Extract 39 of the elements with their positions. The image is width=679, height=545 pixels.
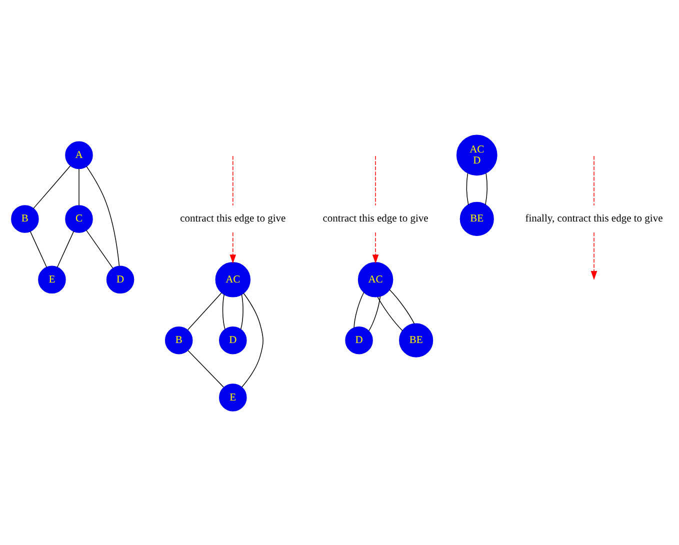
arrow: [230, 232, 236, 264]
connector: [389, 288, 415, 324]
node-circle: E: [219, 383, 247, 411]
connector: [30, 230, 47, 268]
connector: [232, 155, 234, 206]
arrow: [590, 232, 598, 280]
node-circle: D: [106, 265, 134, 294]
connector: [354, 292, 364, 328]
node-circle: BE: [399, 322, 434, 357]
connector: [188, 350, 224, 387]
connector: [377, 296, 403, 331]
node-text: finally, contract this edge to give: [525, 213, 663, 224]
node-text: contract this edge to give: [180, 213, 286, 224]
connector: [375, 155, 376, 206]
node-circle: C: [65, 204, 93, 232]
connector: [78, 168, 80, 206]
node-circle: A: [65, 140, 93, 169]
node-circle: B: [11, 204, 39, 232]
connector: [33, 165, 71, 208]
node-circle: E: [38, 265, 66, 294]
connector: [241, 292, 264, 388]
arrow: [372, 232, 379, 264]
connector: [56, 230, 74, 268]
node-circle: B: [164, 326, 193, 354]
node-circle: D: [219, 326, 247, 354]
node-circle: D: [345, 326, 373, 354]
node-circle: BE: [460, 201, 494, 236]
connector: [188, 292, 222, 330]
connector: [240, 294, 244, 330]
connector: [222, 294, 226, 330]
node-circle: AC: [215, 262, 251, 297]
connector: [368, 295, 381, 331]
node-circle: AC: [358, 262, 394, 297]
connector: [466, 172, 469, 205]
node-circle: AC D: [456, 134, 498, 176]
connector: [86, 166, 120, 266]
connector: [485, 172, 488, 205]
node-text: contract this edge to give: [322, 213, 428, 224]
connector: [86, 229, 114, 268]
